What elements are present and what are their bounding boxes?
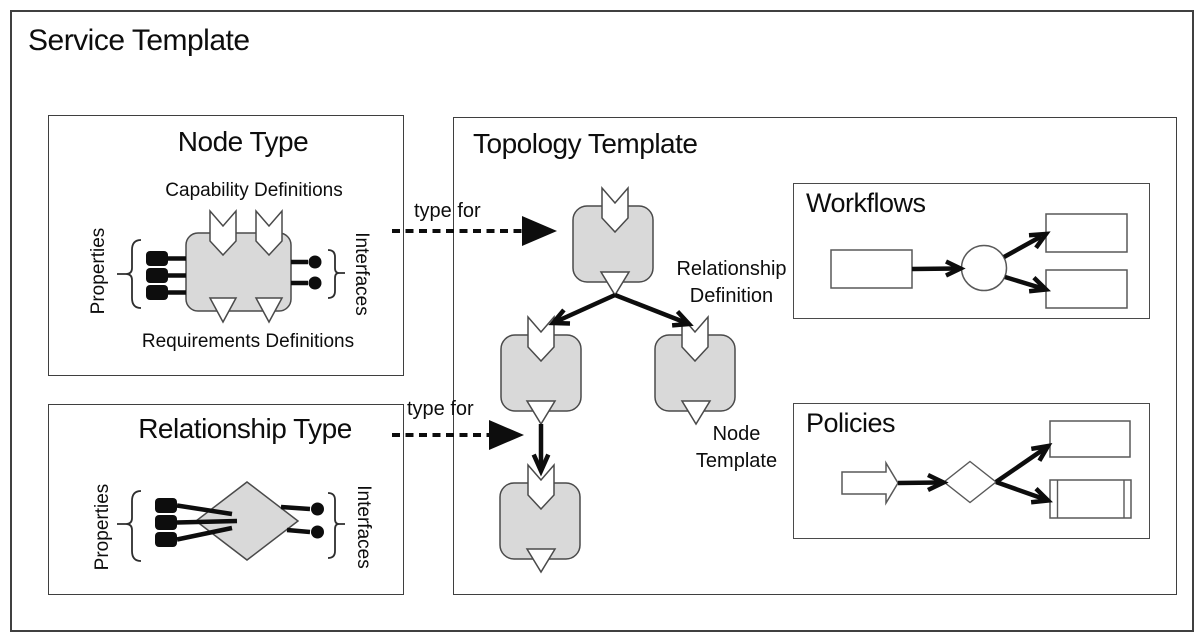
relationship-definition-label: Relationship Definition	[676, 258, 787, 307]
capability-chevron-icon	[527, 314, 555, 363]
node-type-graphic	[117, 208, 345, 324]
interface-lollipop-icons	[280, 502, 324, 539]
workflow-gateway-circle	[960, 244, 1008, 292]
topology-template-title: Topology Template	[473, 128, 698, 159]
relationship-type-box: Relationship Type Properties Interfaces	[48, 404, 404, 595]
interfaces-bracket	[327, 249, 345, 299]
requirement-triangle-icon	[208, 297, 238, 324]
policy-arrow	[897, 472, 949, 493]
relationship-arrow	[548, 292, 616, 326]
capability-chevron-icon	[601, 185, 629, 234]
service-template-title: Service Template	[28, 24, 250, 57]
policy-arrow	[994, 442, 1053, 484]
workflow-arrow	[911, 259, 966, 278]
requirement-triangle-icon	[254, 297, 284, 324]
topology-graph	[499, 185, 736, 574]
workflow-graphic	[830, 213, 1128, 309]
requirement-triangle-icon	[599, 271, 631, 297]
property-block-icons	[155, 498, 238, 547]
node-type-title: Node Type	[177, 126, 309, 157]
policy-rect	[1049, 420, 1131, 458]
workflow-task-rect	[830, 249, 913, 289]
relationship-arrow	[614, 292, 694, 328]
workflows-title: Workflows	[806, 188, 926, 218]
workflow-arrow	[1002, 231, 1051, 259]
capability-definitions-label: Capability Definitions	[165, 180, 343, 201]
requirement-triangle-icon	[680, 400, 712, 426]
node-template-label: Node Template	[695, 423, 778, 472]
node-type-symbol	[185, 232, 292, 312]
decision-diamond	[942, 460, 998, 504]
properties-brace	[117, 239, 142, 309]
interfaces-bracket	[327, 492, 345, 559]
capability-chevron-icon	[681, 314, 709, 363]
service-template-frame: Service Template Node Type Capability De…	[10, 10, 1194, 632]
node-type-for-label: type for	[414, 200, 481, 222]
relationship-type-title: Relationship Type	[138, 413, 352, 444]
relationship-type-for-label: type for	[407, 398, 474, 420]
capability-chevron-icon	[209, 208, 237, 257]
capability-chevron-icon	[527, 462, 555, 511]
topology-template-box: Topology Template Relationship Definitio…	[453, 117, 1177, 595]
workflow-task-rect	[1045, 269, 1128, 309]
policies-graphic	[841, 420, 1132, 519]
requirement-triangle-icon	[525, 548, 557, 574]
interface-lollipop-icons	[291, 255, 322, 290]
requirement-triangle-icon	[525, 400, 557, 426]
requirements-definitions-label: Requirements Definitions	[141, 331, 355, 352]
capability-chevron-icon	[255, 208, 283, 257]
policy-arrow	[995, 479, 1053, 505]
workflow-arrow	[1004, 274, 1051, 294]
property-block-icons	[146, 251, 186, 300]
node-type-box: Node Type Capability Definitions Require…	[48, 115, 404, 376]
relationship-type-graphic	[117, 481, 345, 562]
workflows-box: Workflows	[793, 183, 1150, 319]
relationship-arrow	[531, 424, 551, 477]
workflow-task-rect	[1045, 213, 1128, 253]
properties-brace	[117, 490, 142, 562]
policies-box: Policies	[793, 403, 1150, 539]
policy-process-rect	[1049, 479, 1132, 519]
policies-title: Policies	[806, 408, 896, 438]
trigger-block-arrow-icon	[841, 460, 899, 506]
